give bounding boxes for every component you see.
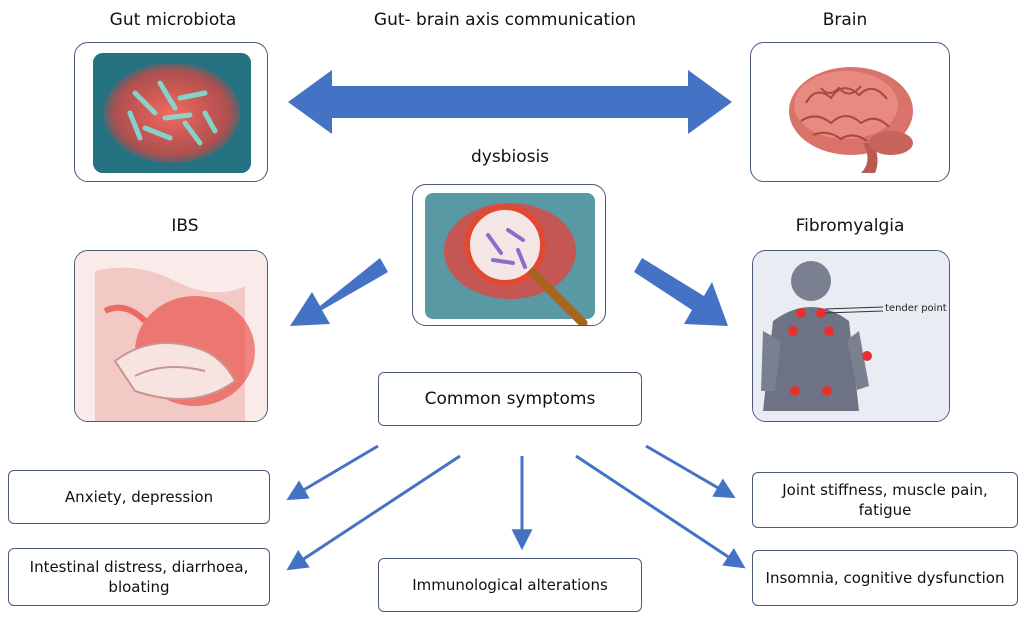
gut-microbiota-illustration — [93, 53, 251, 173]
dysbiosis-illustration — [425, 193, 595, 325]
fibromyalgia-label: Fibromyalgia — [795, 216, 905, 236]
axis-communication-label: Gut- brain axis communication — [373, 10, 637, 30]
arrow-to-intestinal — [286, 454, 461, 571]
arrow-to-anxiety — [286, 444, 379, 501]
fibromyalgia-illustration: tender point — [753, 251, 949, 421]
arrow-to-joint — [645, 444, 736, 499]
arrow-to-insomnia — [575, 454, 746, 569]
common-symptoms-box: Common symptoms — [378, 372, 642, 426]
gut-brain-double-arrow — [288, 70, 732, 134]
insomnia-label: Insomnia, cognitive dysfunction — [765, 568, 1005, 587]
anxiety-depression-box: Anxiety, depression — [8, 470, 270, 524]
brain-image — [750, 42, 950, 182]
ibs-label: IBS — [171, 216, 199, 236]
insomnia-box: Insomnia, cognitive dysfunction — [752, 550, 1018, 606]
ibs-illustration — [75, 251, 267, 421]
joint-stiffness-line2: fatigue — [858, 501, 912, 519]
gut-microbiota-image — [74, 42, 268, 182]
dysbiosis-to-ibs-arrow — [290, 258, 388, 326]
brain-label: Brain — [822, 10, 868, 30]
tender-point-label: tender point — [885, 303, 947, 314]
brain-illustration — [789, 67, 913, 173]
common-symptoms-label: Common symptoms — [424, 388, 596, 409]
dysbiosis-to-fibromyalgia-arrow — [634, 258, 728, 326]
dysbiosis-image — [412, 184, 606, 326]
gut-microbiota-label: Gut microbiota — [109, 10, 237, 30]
intestinal-distress-box: Intestinal distress, diarrhoea, bloating — [8, 548, 270, 606]
joint-stiffness-box: Joint stiffness, muscle pain, fatigue — [752, 472, 1018, 528]
immunological-box: Immunological alterations — [378, 558, 642, 612]
anxiety-depression-label: Anxiety, depression — [64, 487, 214, 506]
joint-stiffness-line1: Joint stiffness, muscle pain, — [782, 480, 988, 499]
fibromyalgia-image: tender point — [752, 250, 950, 422]
intestinal-distress-line2: bloating — [108, 578, 170, 596]
intestinal-distress-line1: Intestinal distress, diarrhoea, — [29, 557, 249, 576]
immunological-label: Immunological alterations — [412, 575, 608, 594]
ibs-image — [74, 250, 268, 422]
dysbiosis-label: dysbiosis — [470, 147, 550, 167]
